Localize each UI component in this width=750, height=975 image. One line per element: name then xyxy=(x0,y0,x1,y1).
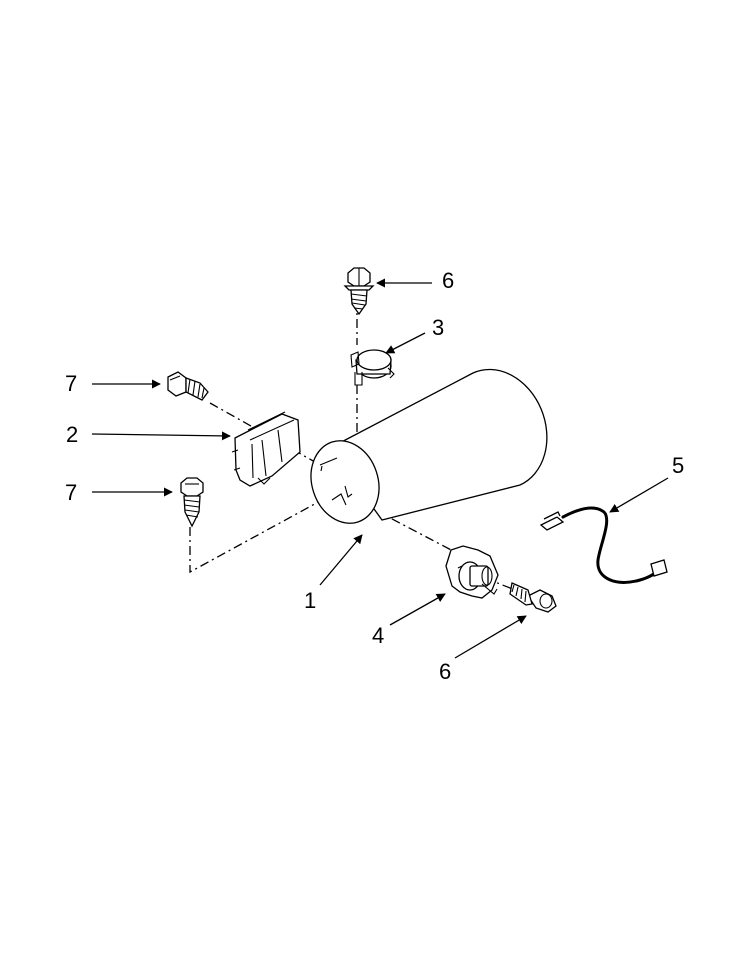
cylinder-housing-icon xyxy=(310,368,548,524)
leader-6-bottom xyxy=(454,615,527,659)
callout-7-top: 7 xyxy=(65,371,78,396)
hex-screw-icon xyxy=(180,477,204,528)
leader-arrows xyxy=(91,278,669,659)
leader-1 xyxy=(319,534,363,586)
hex-screw-icon xyxy=(167,371,209,401)
callout-1: 1 xyxy=(304,588,317,613)
hex-screw-icon xyxy=(509,582,557,613)
callout-5: 5 xyxy=(672,453,685,478)
leader-4 xyxy=(389,593,446,626)
thermostat-clip-icon xyxy=(350,349,395,386)
callout-6-bottom: 6 xyxy=(439,659,452,684)
callout-4: 4 xyxy=(372,623,385,648)
leader-5 xyxy=(609,477,669,513)
leader-3 xyxy=(385,332,426,354)
thermostat-disc-icon xyxy=(445,545,499,599)
callout-7-bottom: 7 xyxy=(65,480,78,505)
hex-screw-icon xyxy=(343,267,375,316)
mounting-bracket-icon xyxy=(231,411,301,487)
callout-6-top: 6 xyxy=(442,268,455,293)
leader-2 xyxy=(91,431,231,441)
callout-3: 3 xyxy=(432,315,445,340)
callout-2: 2 xyxy=(66,422,79,447)
wire-harness-icon xyxy=(539,506,668,584)
